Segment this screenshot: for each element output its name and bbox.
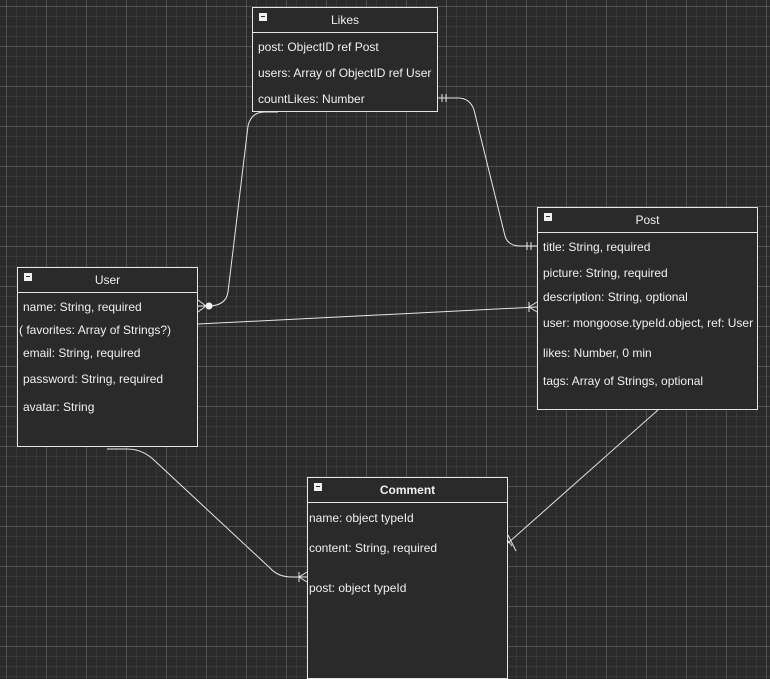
entity-header: Post [538, 208, 757, 233]
field-tags: tags: Array of Strings, optional [543, 374, 704, 388]
field-avatar: avatar: String [23, 400, 95, 414]
field-title: title: String, required [543, 240, 651, 254]
field-post: post: object typeId [309, 581, 407, 595]
field-users: users: Array of ObjectID ref User [258, 66, 432, 80]
edge-user-comment[interactable] [107, 448, 308, 583]
entity-title: Comment [379, 483, 436, 497]
collapse-icon[interactable] [544, 213, 552, 221]
entity-title: User [94, 273, 121, 287]
field-email: email: String, required [23, 346, 141, 360]
field-password: password: String, required [23, 372, 164, 386]
entity-user[interactable]: User name: String, required ( favorites:… [17, 267, 198, 447]
field-post: post: ObjectID ref Post [258, 40, 379, 54]
entity-title: Post [635, 213, 660, 227]
field-name: name: object typeId [309, 511, 414, 525]
entity-title: Likes [330, 13, 359, 27]
entity-post[interactable]: Post title: String, required picture: St… [537, 207, 758, 410]
entity-header: Comment [308, 478, 507, 503]
field-count-likes: countLikes: Number [258, 92, 365, 106]
field-description: description: String, optional [543, 290, 688, 304]
entity-header: Likes [253, 8, 437, 33]
edge-post-comment[interactable] [504, 409, 659, 552]
collapse-icon[interactable] [24, 273, 32, 281]
field-name: name: String, required [23, 300, 142, 314]
collapse-icon[interactable] [259, 13, 267, 21]
collapse-icon[interactable] [314, 483, 322, 491]
field-likes: likes: Number, 0 min [543, 346, 652, 360]
field-user: user: mongoose.typeId.object, ref: User [543, 316, 754, 330]
field-favorites: ( favorites: Array of Strings?) [19, 323, 172, 337]
entity-likes[interactable]: Likes post: ObjectID ref Post users: Arr… [252, 7, 438, 112]
entity-comment[interactable]: Comment name: object typeId content: Str… [307, 477, 508, 679]
field-content: content: String, required [309, 541, 438, 555]
edge-user-likes[interactable] [197, 111, 278, 313]
edge-user-post[interactable] [197, 301, 538, 325]
field-picture: picture: String, required [543, 266, 668, 280]
entity-header: User [18, 268, 197, 293]
edge-likes-post[interactable] [438, 94, 537, 250]
